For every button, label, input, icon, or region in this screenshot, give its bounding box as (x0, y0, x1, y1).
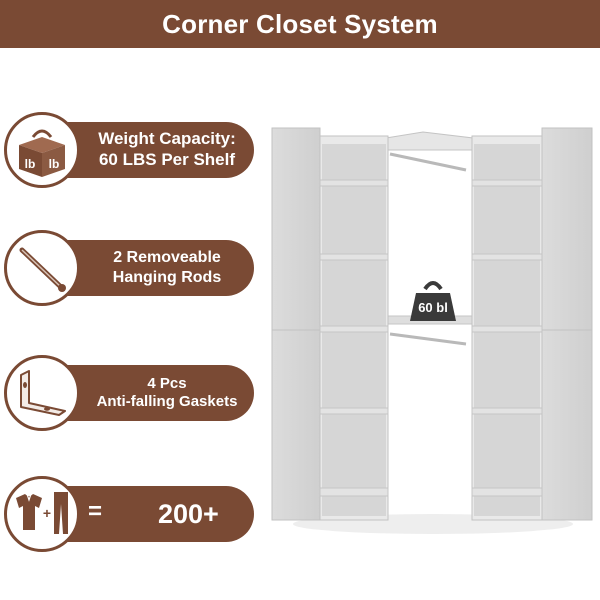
header-banner: Corner Closet System (0, 0, 600, 48)
left-tower (271, 127, 389, 521)
feature-line: 2 Removeable (113, 249, 221, 267)
feature-gaskets: 4 Pcs Anti-falling Gaskets (0, 355, 258, 431)
weight-icon-label: lb (49, 157, 60, 171)
feature-line: Anti-falling Gaskets (96, 393, 238, 410)
weight-badge-label: 60 bl (418, 300, 448, 315)
feature-line: Hanging Rods (112, 269, 222, 286)
capacity-value: 200+ (158, 498, 219, 529)
hanging-rod-icon (4, 230, 80, 306)
equals-sign: = (88, 498, 103, 525)
clothes-icon: + (4, 476, 80, 552)
right-tower (471, 127, 593, 521)
feature-weight-capacity: Weight Capacity: 60 LBS Per Shelf lb lb (0, 112, 258, 188)
corner-closet-unit (268, 120, 598, 540)
feature-line: 4 Pcs (147, 374, 187, 392)
weight-icon: lb lb (4, 112, 80, 188)
feature-line: Weight Capacity: (98, 129, 236, 149)
gasket-icon (4, 355, 80, 431)
feature-clothes-capacity: 200+ = + (0, 476, 258, 552)
feature-line: 60 LBS Per Shelf (98, 150, 236, 169)
plus-sign: + (43, 505, 51, 521)
feature-hanging-rods: 2 Removeable Hanging Rods (0, 230, 258, 306)
weight-icon-label: lb (25, 157, 36, 171)
page-title: Corner Closet System (162, 8, 438, 39)
weight-badge: 60 bl (408, 277, 458, 323)
kettlebell-icon (410, 281, 456, 321)
